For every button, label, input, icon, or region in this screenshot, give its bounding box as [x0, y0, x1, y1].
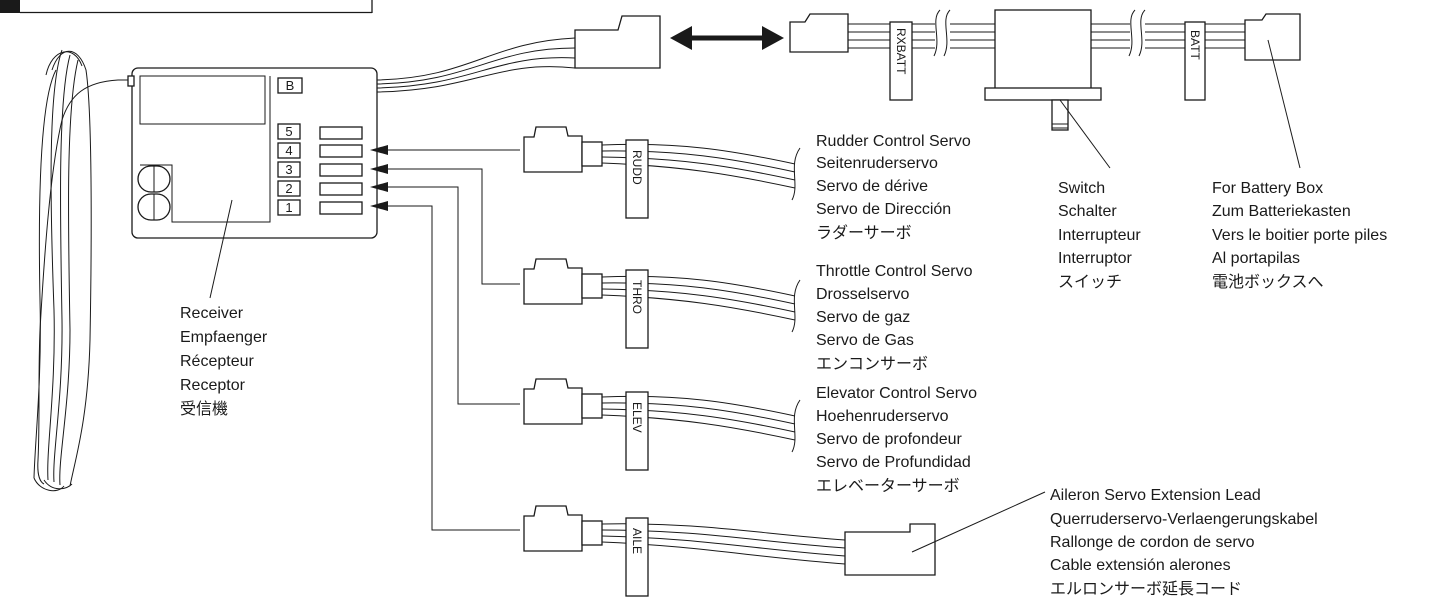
- servo-connector-elev: ELEV: [523, 378, 801, 471]
- rxbatt-tag-label: RXBATT: [894, 28, 908, 75]
- channel-label-3: 3: [285, 162, 292, 177]
- rx-side-connector: [574, 15, 661, 69]
- receiver-slot-b: B: [277, 77, 303, 94]
- elev-tag-label: ELEV: [630, 402, 644, 433]
- aile-tag-label: AILE: [630, 528, 644, 554]
- connect-arrow: [670, 26, 784, 50]
- elevator-servo-label: Elevator Control Servo Hoehenruderservo …: [816, 385, 977, 495]
- switch-label-line-4: Interruptor: [1058, 250, 1132, 267]
- receiver-label-line-3: Récepteur: [180, 353, 254, 370]
- rudder-label-line-3: Servo de dérive: [816, 178, 928, 195]
- switch-harness: RXBATT BATT: [789, 9, 1301, 169]
- battery-label-line-4: Al portapilas: [1212, 250, 1300, 267]
- throttle-label-line-4: Servo de Gas: [816, 332, 914, 349]
- slot-b-label: B: [286, 78, 295, 93]
- rudder-servo-label: Rudder Control Servo Seitenruderservo Se…: [816, 133, 971, 242]
- switch-label-line-1: Switch: [1058, 180, 1105, 197]
- receiver-label: Receiver Empfaenger Récepteur Receptor 受…: [180, 305, 268, 418]
- header-bar: [0, 0, 373, 14]
- receiver-label-line-2: Empfaenger: [180, 329, 268, 346]
- elevator-label-line-3: Servo de profondeur: [816, 431, 963, 448]
- aileron-label-line-3: Rallonge de cordon de servo: [1050, 534, 1255, 551]
- servo-connector-aile: AILE: [523, 491, 1046, 597]
- throttle-label-line-2: Drosselservo: [816, 286, 909, 303]
- aileron-label-line-2: Querruderservo-Verlaengerungskabel: [1050, 511, 1318, 528]
- channel-label-2: 2: [285, 181, 292, 196]
- channel-label-5: 5: [285, 124, 292, 139]
- batt-tag-label: BATT: [1188, 30, 1202, 60]
- receiver-leader: [209, 199, 233, 299]
- battery-lead: [376, 37, 576, 93]
- receiver-body: [127, 67, 378, 239]
- rudder-label-line-1: Rudder Control Servo: [816, 133, 971, 150]
- rudder-label-line-4: Servo de Dirección: [816, 201, 951, 218]
- elevator-label-line-2: Hoehenruderservo: [816, 408, 949, 425]
- throttle-label-line-5: エンコンサーボ: [816, 355, 928, 373]
- battery-label-line-1: For Battery Box: [1212, 180, 1323, 197]
- throttle-servo-label: Throttle Control Servo Drosselservo Serv…: [816, 263, 973, 373]
- receiver-channels: 5 4 3 2 1: [277, 123, 363, 216]
- switch-label-line-3: Interrupteur: [1058, 227, 1141, 244]
- receiver-label-line-5: 受信機: [180, 400, 228, 418]
- receiver-label-line-1: Receiver: [180, 305, 244, 322]
- receiver-label-line-4: Receptor: [180, 377, 246, 394]
- rudder-label-line-2: Seitenruderservo: [816, 155, 938, 172]
- throttle-label-line-3: Servo de gaz: [816, 309, 910, 326]
- elevator-label-line-1: Elevator Control Servo: [816, 385, 977, 402]
- battery-box-label: For Battery Box Zum Batteriekasten Vers …: [1212, 180, 1387, 291]
- channel-label-4: 4: [285, 143, 292, 158]
- channel-label-1: 1: [285, 200, 292, 215]
- aileron-extension-label: Aileron Servo Extension Lead Querruderse…: [1050, 487, 1318, 598]
- rudd-tag-label: RUDD: [630, 150, 644, 185]
- aileron-label-line-5: エルロンサーボ延長コード: [1050, 580, 1242, 598]
- servo-connector-rudd: RUDD: [523, 126, 801, 219]
- battery-label-line-5: 電池ボックスへ: [1212, 273, 1324, 291]
- switch-label-line-5: スイッチ: [1058, 274, 1122, 291]
- servo-connector-thro: THRO: [523, 258, 801, 349]
- aileron-label-line-1: Aileron Servo Extension Lead: [1050, 487, 1261, 504]
- battery-label-line-3: Vers le boitier porte piles: [1212, 227, 1387, 244]
- thro-tag-label: THRO: [630, 280, 644, 314]
- antenna-coil: [33, 49, 132, 492]
- battery-label-line-2: Zum Batteriekasten: [1212, 203, 1351, 220]
- channel-leads: [370, 145, 520, 531]
- rudder-label-line-5: ラダーサーボ: [816, 224, 912, 242]
- aileron-label-line-4: Cable extensión alerones: [1050, 557, 1231, 574]
- elevator-label-line-4: Servo de Profundidad: [816, 454, 971, 471]
- switch-label: Switch Schalter Interrupteur Interruptor…: [1058, 180, 1141, 291]
- throttle-label-line-1: Throttle Control Servo: [816, 263, 973, 280]
- elevator-label-line-5: エレベーターサーボ: [816, 477, 960, 495]
- switch-label-line-2: Schalter: [1058, 203, 1117, 220]
